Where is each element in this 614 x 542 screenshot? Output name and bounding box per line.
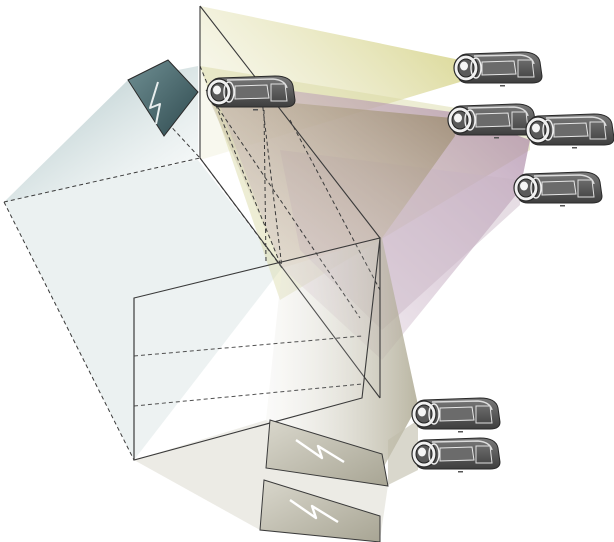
projector-icon (513, 171, 603, 208)
sand-light-beam (206, 92, 455, 268)
teal-light-beam-lower (4, 160, 282, 460)
bottom-screen-upper (265, 419, 389, 487)
top-left-screen (127, 59, 199, 137)
projector-icon (525, 113, 614, 150)
projector-icon (206, 75, 296, 112)
grey-light-beam-side (388, 420, 418, 485)
projector-icon (411, 437, 501, 474)
projector-icon (453, 51, 543, 88)
projector-icon (411, 397, 501, 434)
front-screen-frame (133, 237, 381, 461)
bottom-screen-lower (259, 479, 381, 542)
projector-icon (447, 103, 537, 140)
